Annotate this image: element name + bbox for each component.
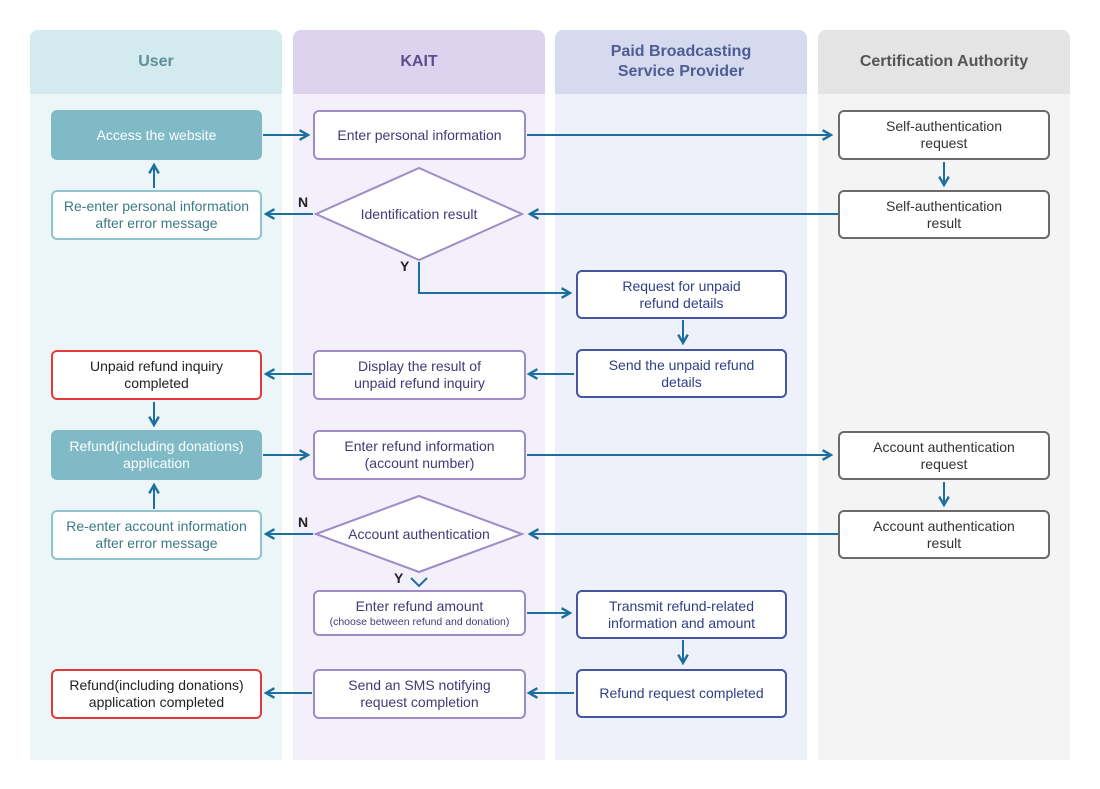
identification-yes-label: Y bbox=[400, 258, 410, 274]
account-auth-result-step: Account authentication result bbox=[838, 510, 1050, 559]
transmit-refund-step: Transmit refund-related information and … bbox=[576, 590, 787, 639]
enter-refund-amount-note: (choose between refund and donation) bbox=[329, 615, 510, 628]
enter-refund-amount-step: Enter refund amount (choose between refu… bbox=[313, 590, 526, 636]
account-auth-request-step: Account authentication request bbox=[838, 431, 1050, 480]
identification-no-label: N bbox=[298, 194, 309, 210]
identification-diamond bbox=[313, 166, 525, 262]
account-authentication-diamond bbox=[313, 494, 525, 574]
self-auth-request-step: Self-authentication request bbox=[838, 110, 1050, 160]
lane-header-user: User bbox=[30, 30, 282, 94]
arrow-identification-yes bbox=[418, 262, 570, 293]
account-auth-no-label: N bbox=[298, 514, 309, 530]
send-sms-step: Send an SMS notifying request completion bbox=[313, 669, 526, 719]
request-details-step: Request for unpaid refund details bbox=[576, 270, 787, 319]
lane-header-pbsp: Paid Broadcasting Service Provider bbox=[555, 30, 807, 94]
inquiry-completed-step: Unpaid refund inquiry completed bbox=[51, 350, 262, 400]
application-completed-step: Refund(including donations) application … bbox=[51, 669, 262, 719]
account-authentication-label: Account authentication bbox=[348, 525, 490, 542]
send-details-step: Send the unpaid refund details bbox=[576, 349, 787, 398]
enter-personal-step: Enter personal information bbox=[313, 110, 526, 160]
lane-header-ca: Certification Authority bbox=[818, 30, 1070, 94]
reenter-account-step: Re-enter account information after error… bbox=[51, 510, 262, 560]
self-auth-result-step: Self-authentication result bbox=[838, 190, 1050, 239]
enter-refund-info-step: Enter refund information (account number… bbox=[313, 430, 526, 480]
refund-completed-step: Refund request completed bbox=[576, 669, 787, 718]
access-website-step: Access the website bbox=[51, 110, 262, 160]
arrow-account-auth-yes bbox=[410, 577, 428, 588]
account-auth-yes-label: Y bbox=[394, 570, 404, 586]
display-result-step: Display the result of unpaid refund inqu… bbox=[313, 350, 526, 400]
lane-header-kait: KAIT bbox=[293, 30, 545, 94]
reenter-personal-step: Re-enter personal information after erro… bbox=[51, 190, 262, 240]
lane-pbsp: Paid Broadcasting Service Provider bbox=[555, 30, 807, 760]
identification-result-label: Identification result bbox=[360, 205, 478, 222]
enter-refund-amount-text: Enter refund amount bbox=[355, 597, 484, 614]
lane-body-pbsp bbox=[555, 94, 807, 760]
refund-application-step: Refund(including donations) application bbox=[51, 430, 262, 480]
